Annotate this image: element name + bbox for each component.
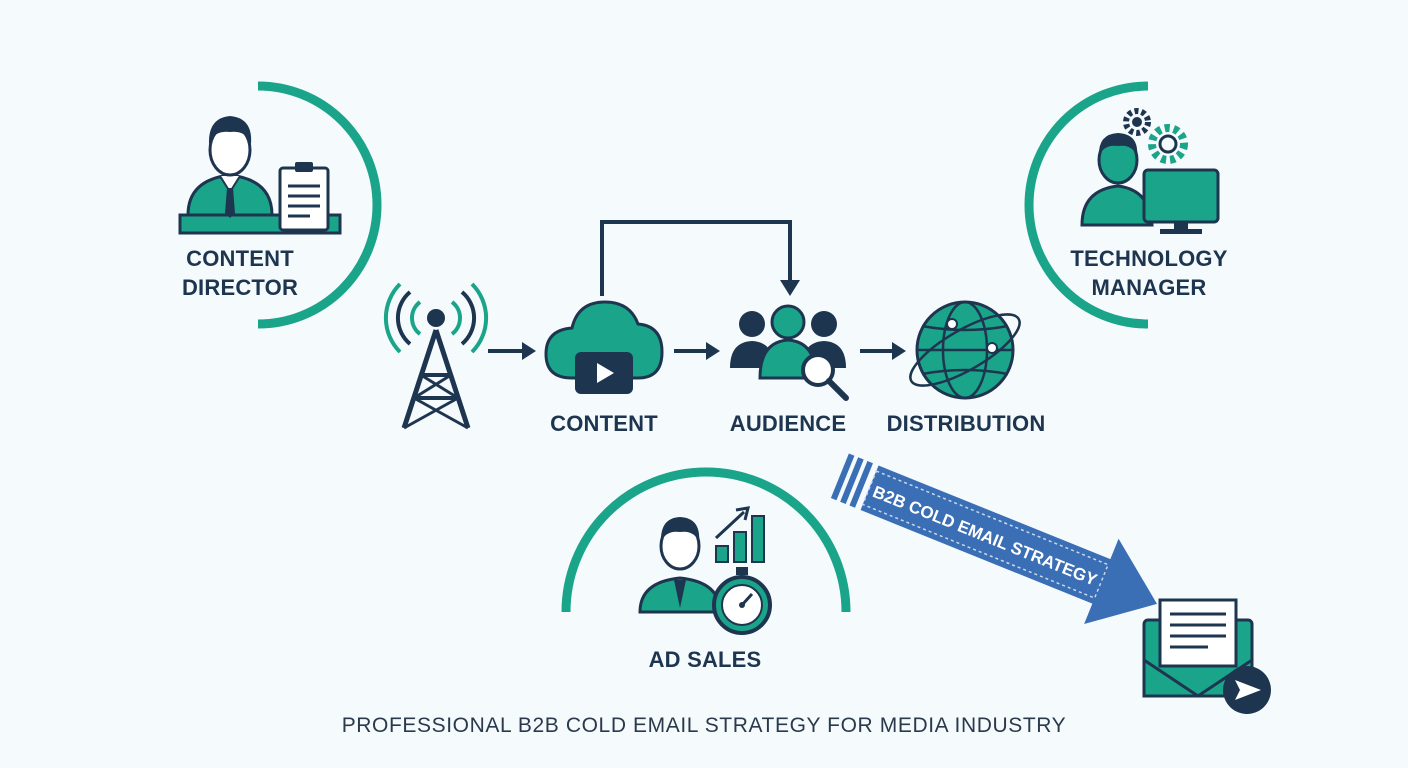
- content-label: CONTENT: [550, 411, 658, 436]
- magnifier-icon: [801, 353, 849, 401]
- content-director-label: CONTENT DIRECTOR: [180, 244, 300, 302]
- stopwatch-icon: [712, 567, 772, 635]
- flow-arrow-2: [674, 342, 720, 360]
- technology-manager-icon: [1080, 108, 1220, 234]
- ad-sales-label: AD SALES: [648, 647, 762, 672]
- globe-icon: [909, 300, 1021, 400]
- distribution-label: DISTRIBUTION: [886, 411, 1046, 436]
- technology-manager-label-line1: TECHNOLOGY: [1070, 246, 1228, 271]
- ad-sales-icon: [638, 517, 722, 614]
- content-director-label-line1: CONTENT: [186, 246, 294, 271]
- footer-caption: PROFESSIONAL B2B COLD EMAIL STRATEGY FOR…: [341, 714, 1067, 737]
- banner-text: B2B COLD EMAIL STRATEGY: [870, 482, 1100, 590]
- send-icon: [1223, 666, 1271, 714]
- feedback-connector-arrow: [600, 220, 800, 296]
- b2b-strategy-banner-arrow: B2B COLD EMAIL STRATEGY: [830, 453, 1157, 625]
- flow-arrow-1: [488, 342, 536, 360]
- email-envelope-icon: [1142, 598, 1254, 698]
- cloud-video-icon: [544, 300, 664, 394]
- growth-chart-icon: [714, 506, 765, 563]
- technology-manager-arc: [1024, 81, 1149, 329]
- content-director-icon: [178, 116, 342, 235]
- ad-sales-arc: [561, 467, 851, 613]
- audience-label: AUDIENCE: [729, 411, 847, 436]
- broadcast-tower-icon: [383, 282, 489, 430]
- technology-manager-label: TECHNOLOGY MANAGER: [1068, 244, 1230, 302]
- technology-manager-label-line2: MANAGER: [1091, 275, 1207, 300]
- content-director-arc: [257, 81, 382, 329]
- content-director-label-line2: DIRECTOR: [181, 275, 299, 300]
- flow-arrow-3: [860, 342, 906, 360]
